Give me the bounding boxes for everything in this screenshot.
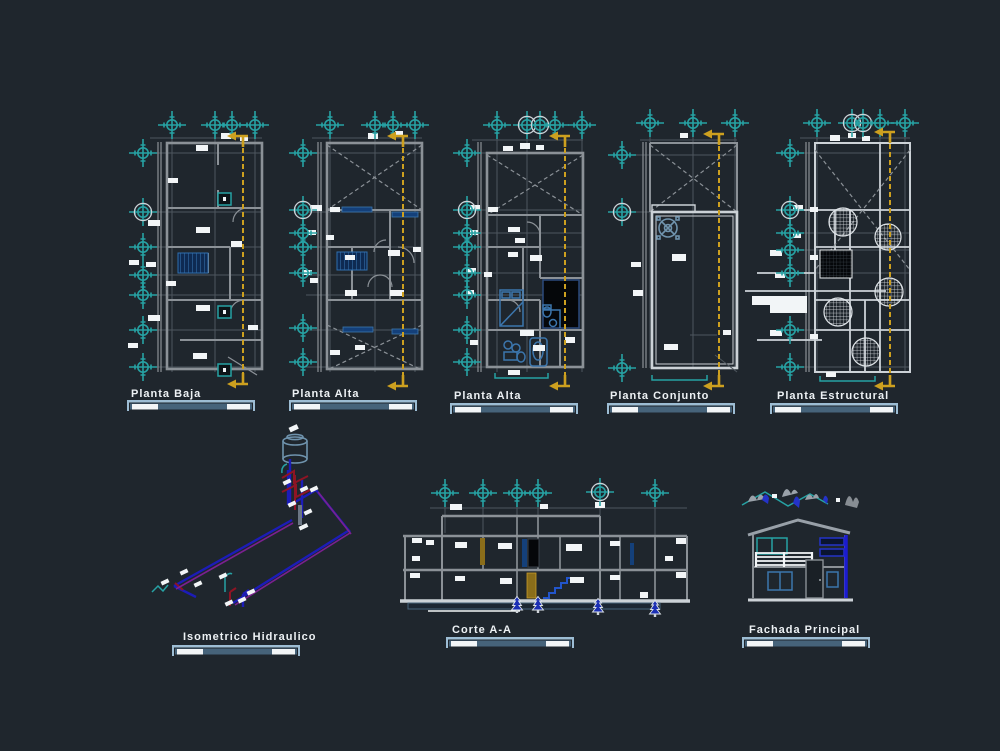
walls: [157, 141, 264, 376]
openings: [480, 538, 634, 599]
dimension-text-blocks: [631, 133, 731, 350]
dimension-bracket: [819, 376, 876, 382]
door-markers: [217, 192, 232, 377]
slab-hatch: [819, 249, 853, 279]
figure-titles: Planta Baja Planta Alta Planta Alta Plan…: [126, 388, 899, 657]
scale-bar-icon: [741, 636, 871, 649]
return-pipes: [175, 491, 352, 606]
section-cut-line: [385, 130, 410, 392]
lintel-bars: [341, 206, 419, 335]
figure-title: Corte A-A: [452, 624, 512, 636]
figure-planta-conjunto: [607, 108, 750, 392]
furniture-fixtures: [499, 289, 558, 367]
grid-axis-markers: [430, 478, 670, 508]
scale-bar-icon: [449, 402, 579, 415]
figure-title: Isometrico Hidraulico: [183, 631, 316, 643]
vent-fan-icon: [656, 216, 680, 240]
section-cut-arrow-icon: [547, 373, 572, 392]
section-cut-line: [872, 126, 897, 392]
scale-bar-icon: [126, 399, 256, 412]
figure-title: Planta Alta: [292, 388, 359, 400]
figure-isometrico-hidraulico: [151, 424, 352, 607]
figure-title: Planta Estructural: [777, 390, 889, 402]
stair-hatch: [177, 252, 209, 274]
figure-fachada-principal: [741, 489, 859, 602]
section-cut-line: [701, 128, 726, 392]
grid-axis-markers: [607, 108, 750, 383]
scale-bar-icon: [606, 402, 736, 415]
figure-planta-baja: [128, 110, 270, 390]
dimension-text-blocks: [450, 502, 605, 510]
figure-planta-alta-1: [288, 110, 430, 392]
stair-hatch: [336, 251, 368, 271]
scale-bar-icon: [769, 402, 899, 415]
figure-title: Fachada Principal: [749, 624, 860, 636]
leader-label-block: [752, 296, 807, 313]
water-tank-icon: [282, 433, 308, 464]
valve-fittings: [151, 463, 288, 593]
section-cut-line: [225, 130, 250, 390]
grid-lines: [146, 130, 262, 372]
section-cut-arrow-icon: [872, 373, 897, 392]
grid-axis-markers: [452, 110, 597, 377]
figure-corte-aa: [400, 478, 690, 618]
pipe-labels: [160, 424, 319, 607]
figure-planta-estructural: [745, 108, 920, 392]
scale-bar-icon: [171, 644, 301, 657]
stairwell-edge: [543, 309, 561, 328]
house-elevation: [747, 518, 853, 602]
scale-bar-icon: [445, 636, 575, 649]
section-structure: [403, 514, 688, 601]
stair-steps: [543, 577, 572, 599]
figure-title: Planta Baja: [131, 388, 201, 400]
dimension-text-blocks: [128, 133, 258, 359]
dimension-bracket: [651, 375, 708, 381]
hot-water-pipes: [174, 469, 311, 606]
dimension-text-blocks: [466, 143, 575, 375]
dimension-text-blocks: [410, 538, 686, 598]
scale-bar-icon: [288, 399, 418, 412]
figure-planta-alta-2: [452, 110, 597, 392]
grid-axis-markers: [288, 110, 430, 377]
dimension-bracket: [494, 373, 549, 379]
figure-title: Planta Alta: [454, 390, 521, 402]
roof-outline: [650, 204, 739, 370]
section-cut-arrow-icon: [385, 373, 410, 392]
section-cut-arrow-icon: [701, 373, 726, 392]
section-cut-arrow-icon: [872, 126, 897, 145]
skyline-sketch: [741, 489, 859, 508]
section-cut-arrow-icon: [547, 130, 572, 149]
stairwell: [542, 279, 580, 329]
column-footing-icons: [823, 207, 904, 367]
section-cut-line: [547, 130, 572, 392]
figure-title: Planta Conjunto: [610, 390, 709, 402]
